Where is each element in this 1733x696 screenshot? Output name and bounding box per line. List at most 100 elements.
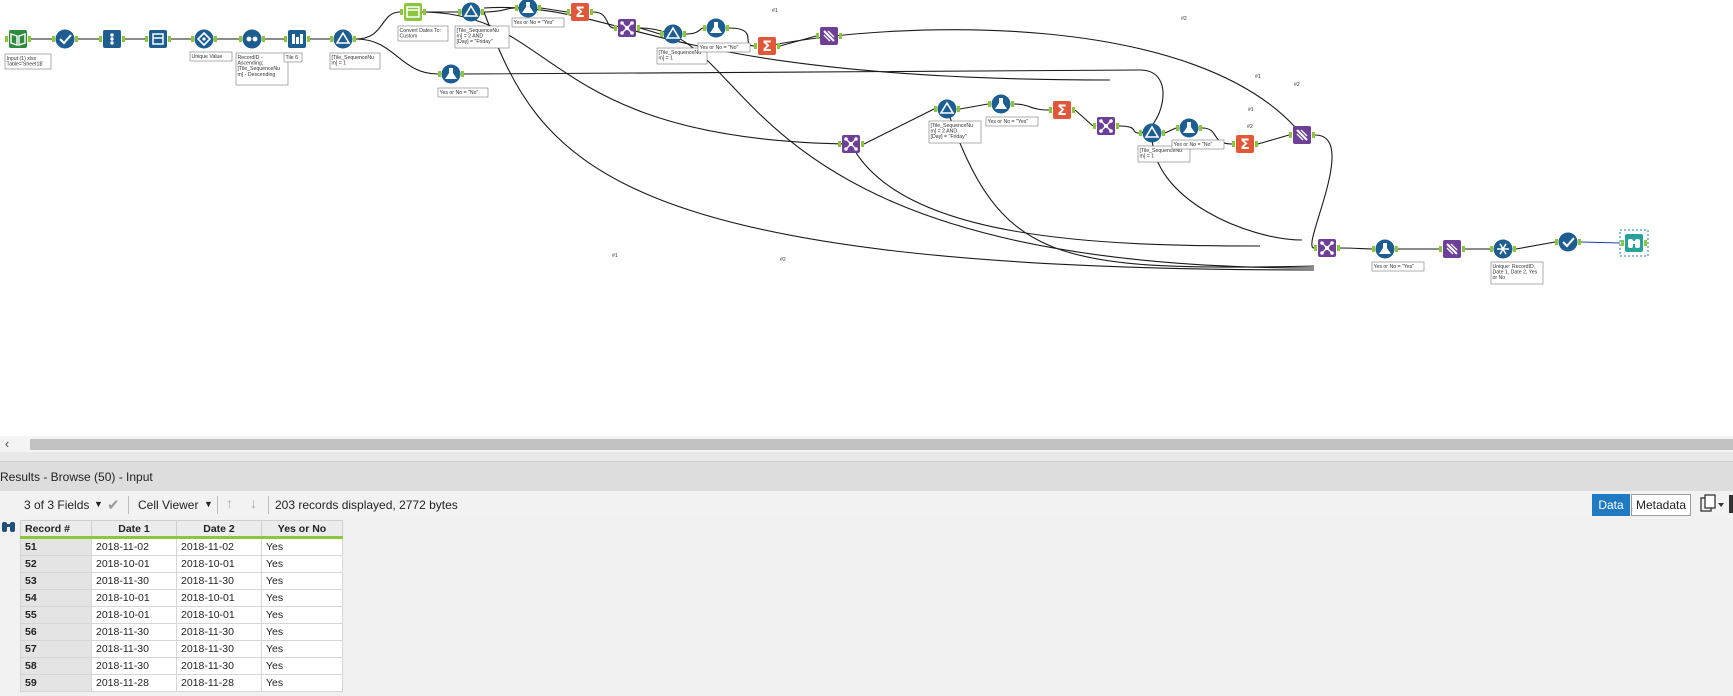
connection-line[interactable] [1339, 247, 1373, 250]
table-cell[interactable]: 2018-11-30 [176, 623, 262, 641]
unique-tool[interactable] [191, 29, 217, 49]
join-tool-4[interactable] [1314, 239, 1340, 257]
record-number-cell[interactable]: 52 [20, 555, 92, 573]
copy-dropdown-icon[interactable] [1718, 503, 1724, 507]
connection-line[interactable] [959, 103, 989, 110]
tool-annotation[interactable]: Yes or No = "No" [437, 87, 489, 98]
formula-tool-3[interactable] [438, 64, 464, 84]
tool-annotation[interactable]: Yes or No = "Yes" [1371, 261, 1425, 272]
connection-line[interactable] [1013, 103, 1050, 111]
summarize-tool-4[interactable]: Σ [1232, 135, 1258, 153]
more-options-icon[interactable] [1729, 495, 1733, 513]
union-tool-2[interactable] [1289, 126, 1315, 144]
connection-line[interactable] [1201, 127, 1233, 145]
table-cell[interactable]: 2018-11-30 [91, 623, 177, 641]
table-cell[interactable]: Yes [261, 640, 343, 658]
table-cell[interactable]: 2018-11-28 [91, 674, 177, 692]
tool-annotation[interactable]: Yes or No = "No" [697, 42, 751, 53]
summarize-tool-1[interactable]: Σ [567, 3, 593, 21]
formula-tool-6[interactable] [1372, 239, 1398, 259]
formula-tool-1[interactable] [515, 0, 541, 18]
datetime-tool[interactable] [400, 3, 426, 21]
connection-line[interactable] [1515, 241, 1556, 250]
tool-annotation[interactable]: Yes or No = "No" [1171, 139, 1225, 150]
table-cell[interactable]: 2018-11-30 [176, 657, 262, 675]
connection-line[interactable] [1138, 69, 1164, 134]
filter-tool-4[interactable] [934, 99, 960, 119]
join-tool-1[interactable] [614, 19, 640, 37]
connection-line[interactable] [1257, 134, 1290, 145]
filter-tool-5[interactable] [1139, 123, 1165, 143]
table-cell[interactable]: 2018-11-02 [91, 537, 177, 556]
column-header[interactable]: Date 1 [91, 520, 177, 539]
connection-line[interactable] [483, 7, 516, 13]
fields-dropdown-icon[interactable]: ▼ [94, 499, 103, 509]
table-cell[interactable]: Yes [261, 589, 343, 607]
column-header[interactable]: Yes or No [261, 520, 343, 539]
column-header[interactable]: Date 2 [176, 520, 262, 539]
connection-line[interactable] [639, 27, 661, 35]
connection-line[interactable] [685, 27, 704, 35]
viewer-dropdown-icon[interactable]: ▼ [204, 499, 213, 509]
summarize-tool-2[interactable]: Σ [754, 37, 780, 55]
record-number-cell[interactable]: 53 [20, 572, 92, 590]
table-cell[interactable]: 2018-10-01 [176, 589, 262, 607]
formula-tool-5[interactable] [1176, 118, 1202, 138]
browse-tool[interactable] [1619, 229, 1649, 257]
record-number-cell[interactable]: 59 [20, 674, 92, 692]
horizontal-scrollbar[interactable]: ‹ [0, 436, 1733, 452]
tool-annotation[interactable]: Yes or No = "Yes" [511, 17, 565, 28]
connection-line[interactable] [592, 11, 615, 29]
sort-tool[interactable] [239, 29, 265, 49]
connection-line[interactable] [1311, 134, 1333, 249]
metadata-tab-button[interactable]: Metadata [1631, 494, 1691, 516]
input-data-tool[interactable] [5, 30, 31, 48]
table-cell[interactable]: 2018-11-02 [176, 537, 262, 556]
table-cell[interactable]: Yes [261, 537, 343, 556]
table-cell[interactable]: 2018-10-01 [176, 606, 262, 624]
connection-line[interactable] [863, 108, 935, 145]
arrow-up-icon[interactable]: ↑ [226, 495, 233, 511]
join-tool-2[interactable] [838, 135, 864, 153]
binoculars-icon[interactable] [2, 522, 15, 532]
tool-annotation[interactable]: Tile 6 [283, 52, 303, 63]
tool-annotation[interactable]: Convert Dates To:Custom [397, 25, 449, 42]
column-header[interactable]: Record # [20, 520, 92, 539]
table-cell[interactable]: 2018-10-01 [176, 555, 262, 573]
table-cell[interactable]: Yes [261, 674, 343, 692]
arrow-down-icon[interactable]: ↓ [250, 495, 257, 511]
connection-line[interactable] [483, 11, 1315, 271]
table-cell[interactable]: 2018-11-28 [176, 674, 262, 692]
connection-line[interactable] [463, 69, 1141, 75]
table-cell[interactable]: 2018-11-30 [176, 572, 262, 590]
viewer-selector[interactable]: Cell Viewer [138, 498, 199, 512]
record-number-cell[interactable]: 51 [20, 537, 92, 556]
table-cell[interactable]: 2018-11-30 [176, 640, 262, 658]
connection-line[interactable] [355, 38, 439, 75]
union-tool-1[interactable] [816, 27, 842, 45]
filter-tool-1[interactable] [330, 29, 356, 49]
connection-line[interactable] [355, 11, 401, 40]
table-cell[interactable]: 2018-10-01 [91, 606, 177, 624]
table-cell[interactable]: Yes [261, 555, 343, 573]
union-tool-3[interactable] [1439, 240, 1465, 258]
record-number-cell[interactable]: 58 [20, 657, 92, 675]
fields-selector[interactable]: 3 of 3 Fields [24, 498, 90, 512]
tool-annotation[interactable]: Yes or No = "Yes" [985, 116, 1039, 127]
